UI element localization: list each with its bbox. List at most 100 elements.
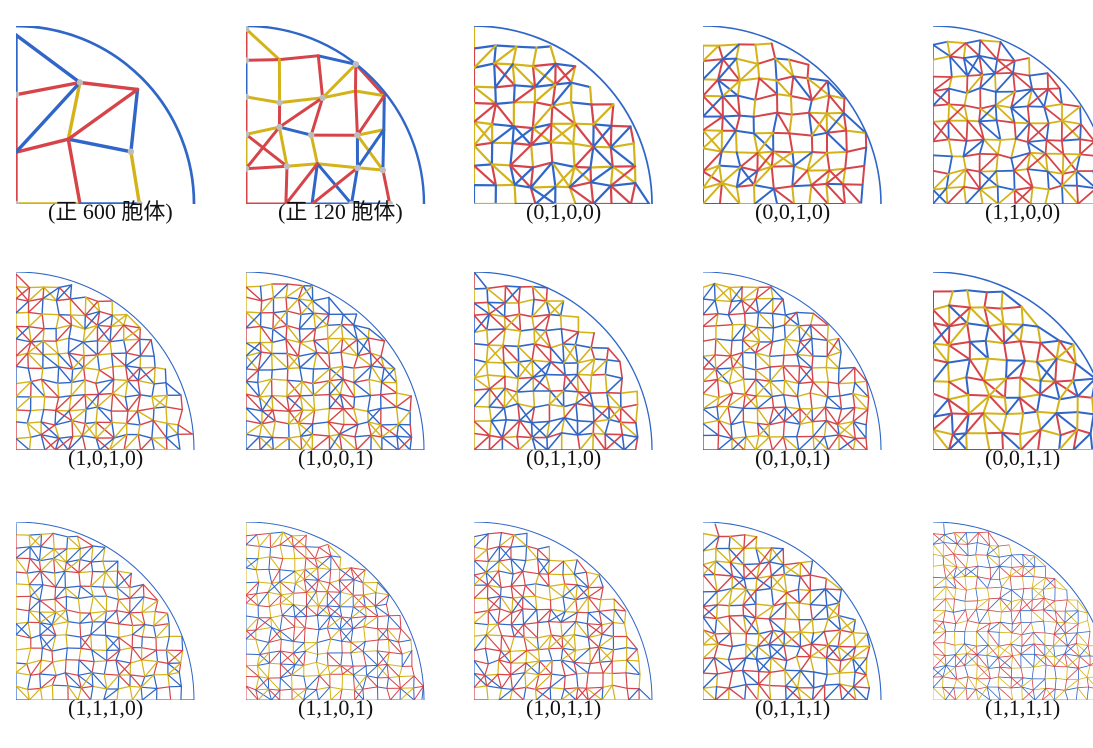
edge	[703, 314, 718, 315]
edge	[363, 583, 376, 593]
edge	[130, 573, 132, 587]
edge	[825, 589, 841, 590]
edge	[16, 35, 80, 83]
edge	[273, 313, 274, 329]
edge	[827, 152, 847, 153]
edge	[271, 615, 283, 618]
edge	[798, 383, 799, 396]
edge	[156, 650, 157, 661]
edge	[717, 619, 731, 634]
edge	[578, 332, 594, 333]
edge	[56, 587, 66, 588]
edge	[866, 410, 868, 425]
edge	[563, 597, 565, 612]
edge	[55, 587, 56, 599]
figure-panel: (正 120 胞体)	[238, 12, 438, 252]
edge	[110, 325, 124, 342]
edge	[57, 301, 60, 315]
edge	[591, 182, 611, 186]
wireframe-projection	[16, 272, 196, 450]
edge	[126, 353, 140, 356]
edge	[1016, 139, 1028, 142]
edge	[1041, 430, 1061, 436]
edge	[93, 596, 106, 611]
edge	[42, 314, 59, 315]
edge	[609, 407, 621, 408]
wireframe-projection	[16, 522, 196, 700]
edge	[526, 687, 536, 689]
edge	[510, 637, 514, 652]
edge	[977, 632, 989, 646]
edge	[140, 328, 141, 339]
edge	[166, 383, 167, 396]
edge	[485, 664, 489, 676]
edge	[85, 409, 86, 423]
edge	[611, 186, 631, 204]
edge	[27, 573, 29, 585]
edge	[341, 325, 342, 339]
edge	[268, 678, 280, 690]
edge	[69, 338, 83, 342]
edge	[106, 571, 118, 572]
edge	[1065, 611, 1078, 624]
edge	[93, 546, 105, 547]
edge	[378, 616, 389, 617]
edge	[810, 646, 828, 657]
edge	[792, 166, 794, 186]
edge	[593, 433, 605, 434]
edge	[510, 651, 527, 652]
vertex-node	[77, 79, 83, 85]
edge	[999, 632, 1012, 633]
edge	[358, 168, 383, 170]
edge	[305, 558, 306, 570]
edge	[1056, 678, 1067, 679]
edge	[999, 657, 1000, 667]
edge	[489, 407, 491, 421]
edge	[98, 354, 112, 355]
edge	[154, 368, 155, 384]
edge	[732, 579, 744, 589]
edge	[716, 325, 733, 326]
edge	[328, 409, 343, 422]
edge	[377, 651, 387, 665]
edge	[397, 407, 411, 411]
edge	[287, 381, 302, 396]
edge	[30, 437, 31, 450]
edge	[1022, 576, 1024, 588]
edge	[772, 166, 794, 167]
edge	[258, 370, 259, 382]
edge	[256, 639, 260, 654]
edge	[351, 653, 353, 666]
edge	[532, 344, 535, 361]
edge	[600, 661, 612, 662]
wireframe-projection	[933, 272, 1093, 450]
edge	[756, 604, 774, 606]
edge	[577, 374, 591, 375]
edge	[273, 410, 289, 411]
edge	[397, 436, 412, 437]
edge	[138, 408, 155, 411]
edge	[257, 592, 269, 593]
edge	[384, 368, 395, 369]
edge	[498, 660, 499, 674]
edge	[280, 570, 295, 572]
edge	[246, 166, 287, 168]
edge	[703, 658, 714, 673]
edge	[154, 356, 155, 367]
edge	[933, 363, 948, 382]
edge	[811, 644, 828, 645]
edge	[474, 303, 489, 314]
edge	[274, 297, 287, 298]
edge	[743, 604, 756, 605]
edge	[611, 167, 613, 186]
edge	[967, 689, 976, 700]
edge	[330, 580, 340, 583]
edge	[1000, 590, 1012, 598]
edge	[987, 679, 990, 687]
edge	[1012, 555, 1023, 556]
edge	[105, 622, 119, 624]
edge	[518, 377, 533, 378]
edge	[966, 189, 980, 204]
edge	[933, 121, 948, 122]
edge	[41, 534, 42, 546]
